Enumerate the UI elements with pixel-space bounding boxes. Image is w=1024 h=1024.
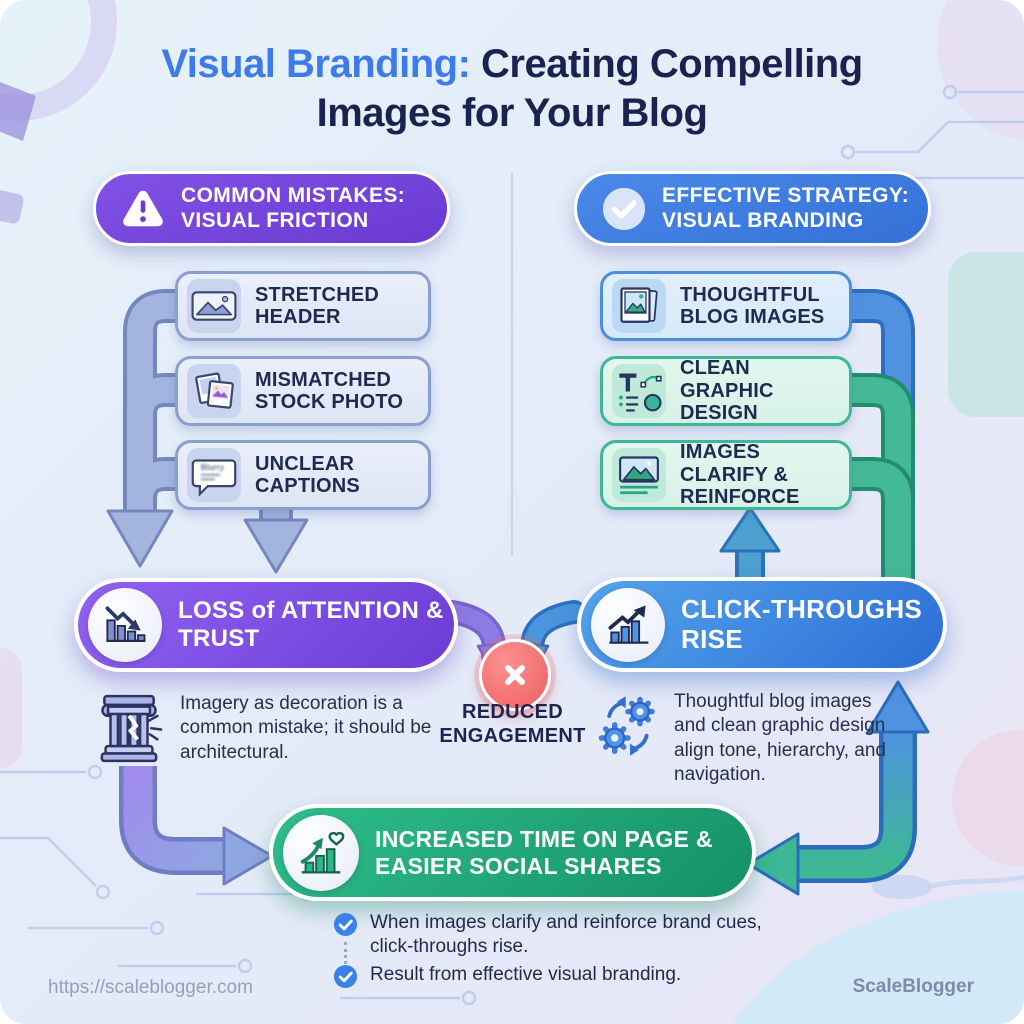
bullet-text: When images clarify and reinforce brand … xyxy=(370,912,762,957)
strategy-item-images-clarify: IMAGES CLARIFY & REINFORCE xyxy=(600,440,852,510)
blog-images-icon xyxy=(612,279,666,333)
page-title: Visual Branding: Creating Compelling Ima… xyxy=(0,40,1024,138)
mistake-item-stock-photo: MISMATCHED STOCK PHOTO xyxy=(175,356,431,426)
strategy-label: CLEAN GRAPHIC DESIGN xyxy=(680,357,774,425)
stock-photos-icon xyxy=(187,364,241,418)
clarify-image-icon xyxy=(612,448,666,502)
strategy-label: IMAGES CLARIFY & REINFORCE xyxy=(680,441,800,509)
common-mistakes-header-label: COMMON MISTAKES: VISUAL FRICTION xyxy=(181,183,406,232)
mistake-item-stretched-header: STRETCHED HEADER xyxy=(175,271,431,341)
growth-heart-icon xyxy=(283,814,359,891)
takeaway-bullets: When images clarify and reinforce brand … xyxy=(333,911,768,994)
bullet-text: Result from effective visual branding. xyxy=(370,964,682,986)
effective-strategy-header: EFFECTIVE STRATEGY: VISUAL BRANDING xyxy=(574,171,931,246)
check-bullet-icon xyxy=(333,964,358,989)
bullet-item: When images clarify and reinforce brand … xyxy=(333,911,768,958)
title-line-1: Visual Branding: Creating Compelling xyxy=(161,42,863,86)
mistake-item-unclear-captions: Blurry UNCLEAR CAPTIONS xyxy=(175,440,431,510)
increased-time-label: INCREASED TIME ON PAGE & EASIER SOCIAL S… xyxy=(375,826,713,879)
mistake-label: MISMATCHED STOCK PHOTO xyxy=(255,368,404,413)
blurry-caption-icon: Blurry xyxy=(187,448,241,502)
reduced-engagement-label: REDUCED ENGAGEMENT xyxy=(439,701,586,747)
increased-time-pill: INCREASED TIME ON PAGE & EASIER SOCIAL S… xyxy=(269,804,756,901)
title-line-2: Images for Your Blog xyxy=(316,90,708,135)
broken-column-icon xyxy=(92,690,166,764)
mistake-note: Imagery as decoration is a common mistak… xyxy=(180,693,432,763)
footer-brand: ScaleBlogger xyxy=(852,976,974,997)
common-mistakes-header: COMMON MISTAKES: VISUAL FRICTION xyxy=(93,171,450,246)
declining-chart-icon xyxy=(88,588,162,662)
strategy-note: Thoughtful blog images and clean graphic… xyxy=(674,691,886,785)
bullet-item: Result from effective visual branding. xyxy=(333,963,768,989)
error-x-icon xyxy=(479,639,551,711)
strategy-label: THOUGHTFUL BLOG IMAGES xyxy=(680,283,825,328)
bullet-connector-dots xyxy=(344,942,347,964)
loss-of-attention-label: LOSS of ATTENTION & TRUST xyxy=(178,597,444,652)
mistake-label: UNCLEAR CAPTIONS xyxy=(255,452,360,497)
check-bullet-icon xyxy=(333,912,358,937)
click-throughs-label: CLICK-THROUGHS RISE xyxy=(681,593,923,654)
footer-url: https://scaleblogger.com xyxy=(48,977,253,998)
rising-chart-icon xyxy=(591,587,665,662)
warning-icon xyxy=(120,186,166,232)
graphic-design-icon xyxy=(612,364,666,418)
check-circle-icon xyxy=(601,186,647,232)
click-throughs-pill: CLICK-THROUGHS RISE xyxy=(577,577,947,672)
svg-text:Blurry: Blurry xyxy=(201,463,225,472)
title-highlight: Visual Branding: xyxy=(161,42,471,86)
mistake-label: STRETCHED HEADER xyxy=(255,283,380,328)
stretched-image-icon xyxy=(187,279,241,333)
loss-of-attention-pill: LOSS of ATTENTION & TRUST xyxy=(74,578,458,672)
effective-strategy-header-label: EFFECTIVE STRATEGY: VISUAL BRANDING xyxy=(662,183,910,232)
strategy-item-blog-images: THOUGHTFUL BLOG IMAGES xyxy=(600,271,852,341)
strategy-item-graphic-design: CLEAN GRAPHIC DESIGN xyxy=(600,356,852,426)
gears-icon xyxy=(596,694,662,760)
